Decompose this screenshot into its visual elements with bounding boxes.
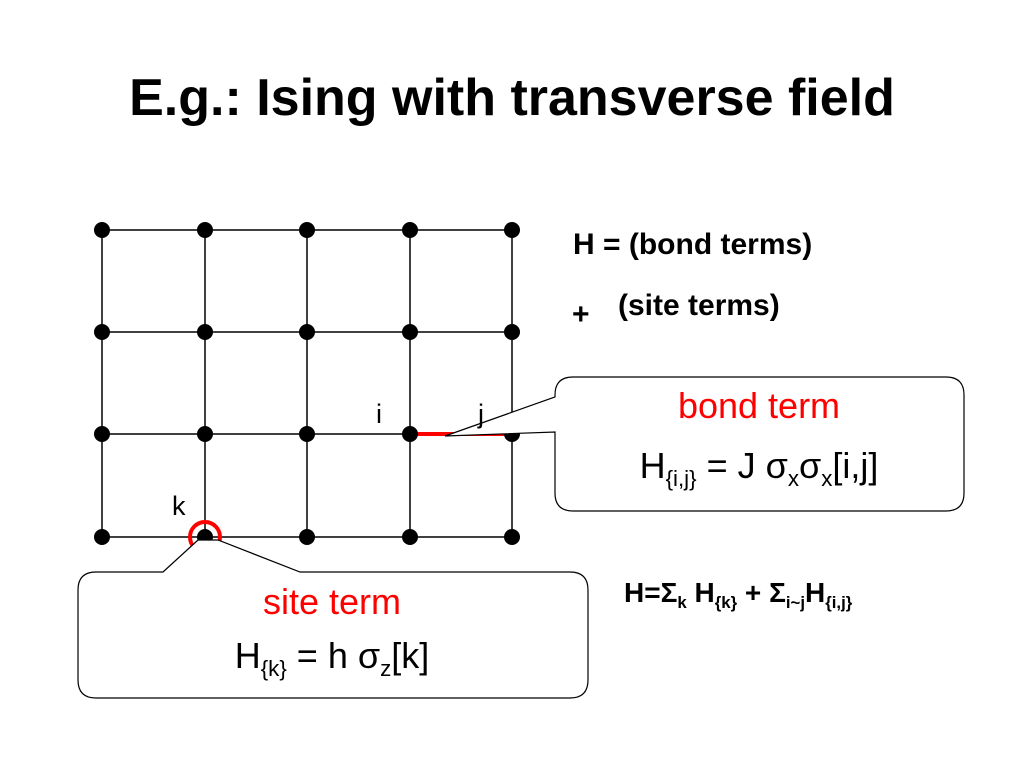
bond-term-equation: H{i,j} = J σxσx[i,j] (555, 445, 963, 490)
sigma-subscript: x (821, 465, 833, 491)
lattice-site (504, 529, 520, 545)
sigma-subscript: z (380, 655, 392, 681)
lattice-site (94, 426, 110, 442)
lattice-site (197, 426, 213, 442)
sum-plus: + (737, 577, 770, 608)
hamiltonian-line-1: H = (bond terms) (573, 228, 813, 261)
sigma-symbol: σ (357, 635, 381, 676)
sum-H-eq: H= (624, 577, 661, 608)
site-term-equation: H{k} = h σz[k] (78, 635, 586, 680)
lattice-sites (94, 222, 520, 545)
bond-term-title: bond term (677, 385, 841, 426)
site-eq-mid: = h (286, 635, 358, 676)
lattice-site (402, 529, 418, 545)
bond-callout-box (444, 376, 965, 512)
lattice-site (197, 222, 213, 238)
site-label-j: j (478, 399, 484, 429)
bond-eq-tail: [i,j] (832, 445, 879, 486)
lattice-site (504, 324, 520, 340)
lattice-site (197, 324, 213, 340)
sum-symbol: Σ (660, 577, 678, 608)
bond-eq-sub: {i,j} (665, 465, 697, 491)
sigma-symbol: σ (765, 445, 788, 486)
lattice-site (94, 529, 110, 545)
site-label-i: i (376, 399, 382, 429)
lattice-site (504, 222, 520, 238)
lattice-site-i (402, 426, 418, 442)
bond-eq-H: H (639, 445, 666, 486)
sum-term-subscript: {k} (714, 592, 738, 612)
site-label-k: k (172, 491, 186, 521)
sigma-symbol: σ (799, 445, 822, 486)
hamiltonian-plus: + (572, 298, 590, 331)
lattice-site (402, 324, 418, 340)
lattice-site (402, 222, 418, 238)
sum-term-subscript: {i,j} (825, 592, 853, 612)
lattice-grid-lines (101, 229, 513, 538)
sigma-subscript: x (787, 465, 800, 491)
sum-term: H (686, 577, 715, 608)
lattice-site (94, 324, 110, 340)
lattice-site (299, 426, 315, 442)
lattice-site (94, 222, 110, 238)
total-hamiltonian-formula: H=Σk H{k} + Σi~jH{i,j} (624, 575, 852, 611)
lattice-site (299, 529, 315, 545)
hamiltonian-line-2: (site terms) (618, 289, 780, 322)
site-eq-tail: [k] (391, 635, 430, 676)
site-callout-box (77, 539, 589, 699)
lattice-site (299, 222, 315, 238)
sum-subscript: k (677, 592, 687, 612)
sum-symbol: Σ (769, 577, 786, 608)
lattice-site (299, 324, 315, 340)
slide-title: E.g.: Ising with transverse field (129, 69, 895, 127)
sum-subscript: i~j (785, 592, 805, 612)
sum-term: H (805, 577, 826, 608)
site-term-title: site term (262, 581, 402, 622)
site-eq-H: H (234, 635, 261, 676)
site-eq-sub: {k} (260, 655, 287, 681)
bond-eq-mid: = J (696, 445, 766, 486)
